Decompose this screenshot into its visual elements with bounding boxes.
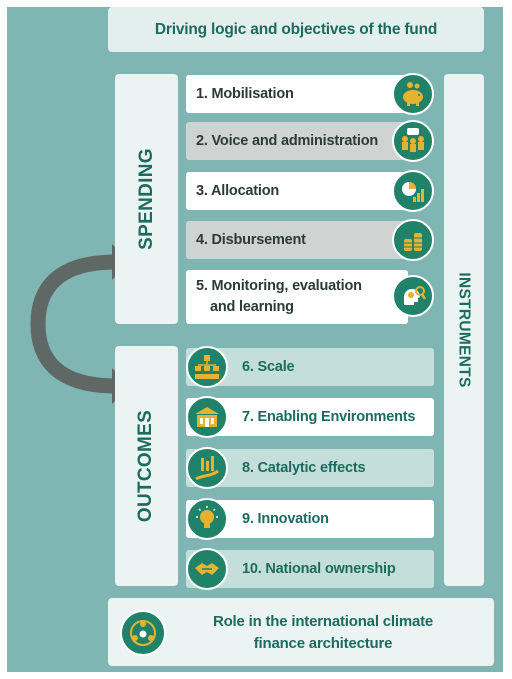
spending-item-label: 2. Voice and administration	[196, 133, 379, 149]
footer-text: Role in the international climate financ…	[188, 611, 458, 655]
cycle-arrow-path	[30, 254, 117, 394]
spending-label: SPENDING	[135, 148, 157, 250]
globe-network-icon	[120, 610, 166, 656]
outcome-item-label: 7. Enabling Environments	[242, 409, 416, 425]
outcome-item-label: 9. Innovation	[242, 511, 329, 527]
footer-line: finance architecture	[253, 635, 393, 652]
pie-chart-icon	[392, 170, 434, 212]
spending-item-monitoring: 5. Monitoring, evaluation and learning	[186, 270, 408, 324]
label-line: and learning	[210, 299, 294, 315]
outcome-item-label: 8. Catalytic effects	[242, 460, 366, 476]
spending-item-label: 1. Mobilisation	[196, 86, 294, 102]
label-line: 5. Monitoring, evaluation	[196, 278, 362, 294]
spending-item-label: 5. Monitoring, evaluation and learning	[196, 276, 362, 318]
outcomes-label: OUTCOMES	[135, 409, 157, 523]
people-discussion-icon	[392, 120, 434, 162]
spending-column: SPENDING	[115, 74, 178, 324]
spending-item-label: 3. Allocation	[196, 183, 280, 199]
outcome-item-label: 6. Scale	[242, 359, 295, 375]
spending-item-allocation: 3. Allocation	[186, 172, 408, 210]
spending-item-label: 4. Disbursement	[196, 232, 306, 248]
building-icon	[186, 396, 228, 438]
piggy-bank-icon	[392, 73, 434, 115]
instruments-column: INSTRUMENTS	[444, 74, 484, 586]
spending-item-voice: 2. Voice and administration	[186, 122, 408, 160]
outcome-item-label: 10. National ownership	[242, 561, 396, 577]
light-bulb-icon	[186, 498, 228, 540]
outcome-item-enabling: 7. Enabling Environments	[186, 398, 434, 436]
head-gear-magnifier-icon	[392, 275, 434, 317]
coin-stacks-icon	[392, 219, 434, 261]
footer-panel	[108, 598, 494, 666]
growth-chart-icon	[186, 447, 228, 489]
diagram-title: Driving logic and objectives of the fund	[108, 7, 484, 52]
outcomes-column: OUTCOMES	[115, 346, 178, 586]
footer-line: Role in the international climate	[212, 613, 434, 630]
spending-item-disbursement: 4. Disbursement	[186, 221, 408, 259]
spending-item-mobilisation: 1. Mobilisation	[186, 75, 408, 113]
handshake-icon	[186, 548, 228, 590]
instruments-label: INSTRUMENTS	[456, 272, 473, 388]
hierarchy-icon	[186, 346, 228, 388]
